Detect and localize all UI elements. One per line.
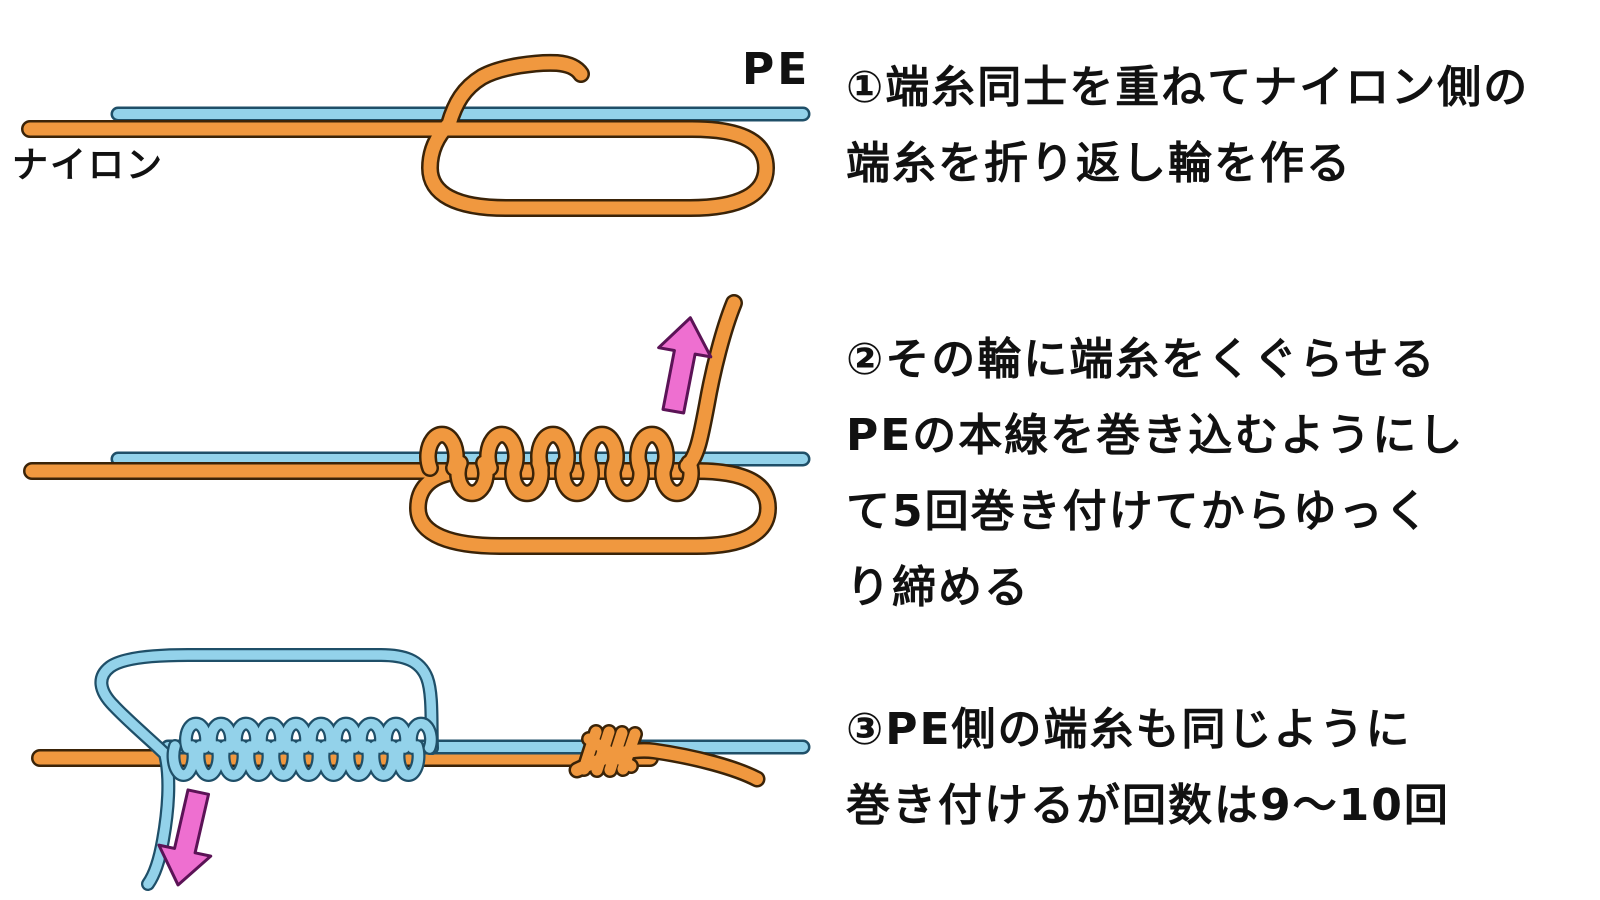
step2-instructions: ②その輪に端糸をくぐらせる PEの本線を巻き込むようにし て5回巻き付けてからゆ…	[846, 322, 1586, 626]
instruction-line: 巻き付けるが回数は9〜10回	[846, 780, 1450, 831]
nylon-line-label: ナイロン	[12, 145, 165, 186]
step3-instructions: ③PE側の端糸も同じように 巻き付けるが回数は9〜10回	[846, 692, 1586, 844]
instruction-line: ②その輪に端糸をくぐらせる	[846, 334, 1437, 385]
pull-down-arrow-icon	[157, 788, 213, 887]
wrap-coils	[419, 294, 743, 503]
pull-up-arrow-icon	[657, 316, 713, 415]
instruction-line: り締める	[846, 562, 1030, 613]
step1-illustration	[21, 53, 811, 217]
pe-loop-and-tail	[94, 648, 439, 891]
instruction-line: ①端糸同士を重ねてナイロン側の	[846, 62, 1530, 113]
instruction-line: て5回巻き付けてからゆっく	[846, 486, 1431, 537]
step3-illustration	[31, 648, 811, 891]
pe-line-label: PE	[742, 44, 811, 95]
step1-instructions: ①端糸同士を重ねてナイロン側の 端糸を折り返し輪を作る	[846, 50, 1586, 202]
nylon-line-loop	[21, 53, 775, 217]
instruction-line: 端糸を折り返し輪を作る	[846, 138, 1352, 189]
instruction-line: ③PE側の端糸も同じように	[846, 704, 1412, 755]
nylon-line-loop	[23, 462, 777, 555]
pe-wrap-coils	[166, 716, 438, 782]
step2-illustration	[23, 294, 811, 555]
tightened-nylon-knot	[568, 724, 766, 788]
instruction-line: PEの本線を巻き込むようにし	[846, 410, 1465, 461]
